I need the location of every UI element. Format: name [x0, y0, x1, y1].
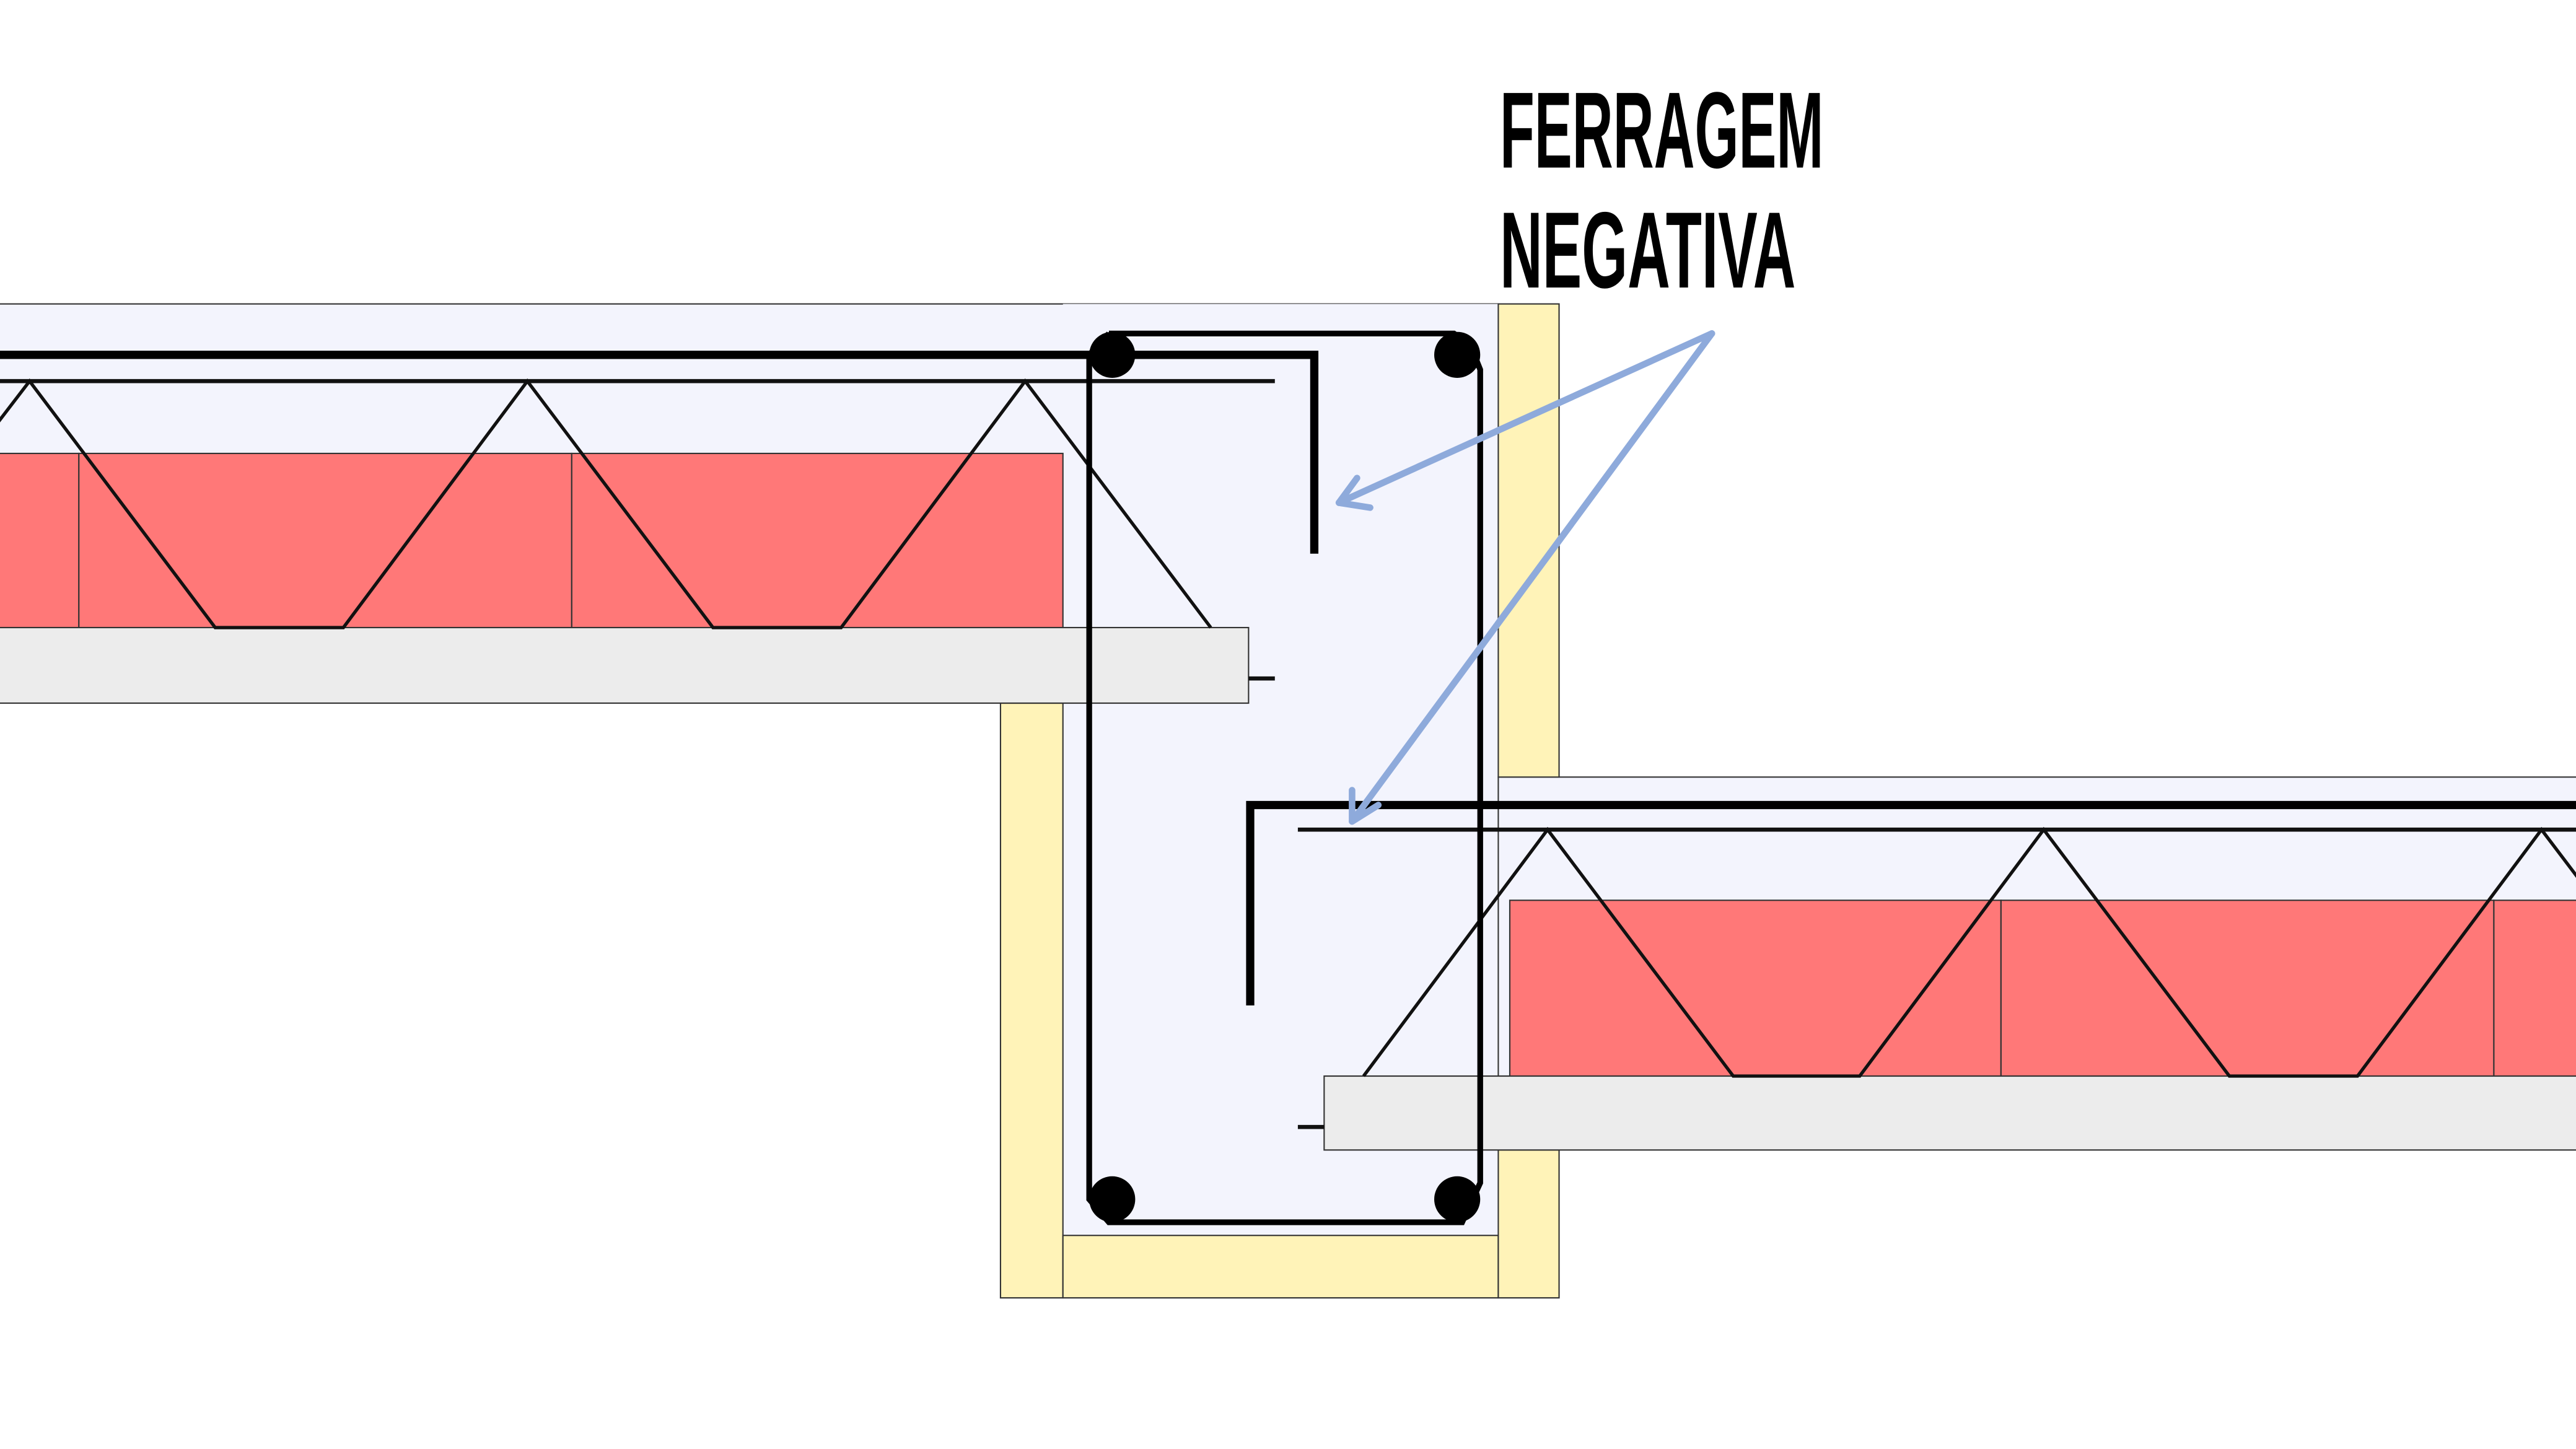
rebar-circle [1089, 1176, 1136, 1223]
rebar-circle [1089, 331, 1136, 378]
lower-joist-base [1323, 1075, 2576, 1151]
formwork-right-lower [1497, 1149, 1560, 1299]
upper-negative-bar [0, 351, 1319, 554]
block [2493, 900, 2576, 1077]
lower-negative-bar [1246, 800, 2576, 1005]
longitudinal-bars [1089, 331, 1481, 1223]
rebar-circle [1434, 331, 1481, 378]
formwork-bottom [1062, 1235, 1499, 1299]
negative-rebar [0, 351, 2576, 1005]
arrow-head-icon [1349, 787, 1382, 825]
rebar-circle [1434, 1176, 1481, 1223]
arrow-to-upper-bar [1335, 330, 1715, 506]
annotation-arrows [1335, 330, 1715, 825]
upper-joist-base [0, 626, 1250, 704]
lattice-trusses [0, 378, 2576, 1129]
block [1509, 900, 2002, 1077]
ceramic-blocks [0, 452, 2576, 1077]
formwork-left [999, 702, 1064, 1299]
label-line-1: FERRAGEM [1500, 70, 1823, 191]
block [571, 452, 1064, 629]
block [0, 452, 80, 629]
label-line-2: NEGATIVA [1500, 190, 1795, 311]
block [2000, 900, 2495, 1077]
arrow-head-icon [1335, 475, 1373, 511]
block [78, 452, 572, 629]
formwork-right-upper [1497, 303, 1560, 778]
formwork [999, 303, 1560, 1299]
arrow-to-lower-bar [1349, 330, 1715, 825]
